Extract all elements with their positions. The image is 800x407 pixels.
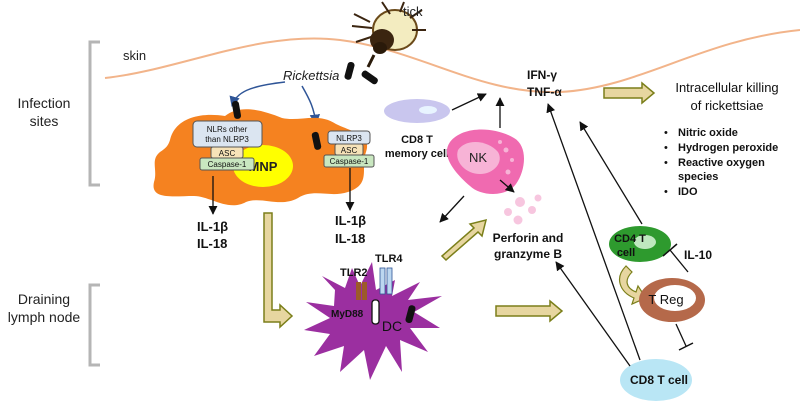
il1b-left: IL-1β [197, 219, 228, 234]
il18-left: IL-18 [197, 236, 227, 251]
nlr-other-label-1: NLRs other [207, 125, 248, 134]
draining-label-2: lymph node [8, 309, 81, 325]
perforin-label-1: Perforin and [493, 231, 564, 245]
dc-to-t-arrow [495, 299, 564, 323]
caspase-label: Caspase-1 [208, 160, 247, 169]
mnp-label: MNP [249, 159, 278, 174]
perforin-granule [513, 215, 523, 225]
killing-label-1: Intracellular killing [675, 80, 778, 95]
caspase-box [199, 157, 255, 171]
il10-inhibition [669, 249, 689, 273]
treg-inhibition [675, 323, 687, 347]
bullet-dot: • [664, 127, 668, 139]
to-killing-arrow [603, 81, 656, 105]
mechanism-item: IDO [678, 186, 698, 198]
perforin-granule [534, 194, 542, 202]
tlr2-receptor [356, 282, 361, 300]
tlr2-receptor [362, 282, 367, 300]
infection-label-2: sites [30, 113, 59, 129]
dc-label: DC [382, 318, 402, 334]
rickettsia-bacterium [405, 305, 416, 324]
tlr4-label: TLR4 [375, 253, 403, 265]
infection-bracket [88, 40, 100, 187]
cd8-t-cell-label: CD8 T cell [630, 373, 688, 387]
mechanism-item: species [678, 171, 718, 183]
nk-granule [505, 169, 511, 175]
nlrp3-label: NLRP3 [336, 134, 362, 143]
draining-label-1: Draining [18, 291, 70, 307]
mechanism-list: • Nitric oxide • Hydrogen peroxide • Rea… [664, 127, 778, 198]
nk-to-perforin-arrow [499, 179, 515, 193]
il10-label: IL-10 [684, 248, 712, 262]
lymph-bracket [88, 283, 100, 367]
entry-arrow-left [229, 81, 286, 108]
cd4-label-2: cell [617, 247, 635, 259]
cd8-to-perforin-arrow [555, 261, 631, 367]
tick-label: tick [403, 4, 423, 19]
myd88-adapter [371, 299, 380, 325]
mechanism-item: Nitric oxide [678, 127, 738, 139]
asc-label-2: ASC [341, 146, 358, 155]
perforin-granule [515, 197, 525, 207]
nk-granule [510, 158, 514, 162]
bullet-dot: • [664, 157, 668, 169]
asc-label: ASC [219, 149, 236, 158]
myd88-label: MyD88 [331, 309, 364, 320]
rickettsia-bacterium [231, 100, 242, 119]
perforin-label-2: granzyme B [494, 247, 562, 261]
skin-label: skin [123, 48, 146, 63]
infection-label-1: Infection [18, 95, 71, 111]
tlr4-receptor [386, 267, 393, 295]
mechanism-item: Hydrogen peroxide [678, 142, 778, 154]
killing-label-2: of rickettsiae [691, 98, 764, 113]
caspase-box-2 [323, 154, 375, 168]
il10-bar [662, 243, 678, 257]
nk-granule [498, 140, 502, 144]
rickettsia-label: Rickettsia [283, 68, 339, 83]
nk-nucleus [457, 141, 500, 174]
cd4-nucleus [634, 235, 656, 249]
migration-arrow [263, 212, 294, 329]
treg-nucleus [654, 285, 696, 311]
caspase-label-2: Caspase-1 [330, 157, 369, 166]
skin-line [104, 29, 800, 94]
cd8-memory-nucleus [419, 106, 437, 114]
rickettsia-bacterium [344, 61, 355, 80]
cd8-memory-label-2: memory cell [385, 148, 449, 160]
perforin-granule [528, 206, 536, 214]
cd8-to-ifn-arrow [451, 93, 487, 111]
nk-to-dc-arrow [439, 195, 465, 223]
nk-label: NK [469, 150, 487, 165]
mnp-nucleus [233, 145, 293, 187]
ifn-gamma-label: IFN-γ [527, 68, 557, 82]
il1b-right: IL-1β [335, 213, 366, 228]
cd8-to-ifn-arrow [546, 103, 641, 361]
perforin-granule [504, 208, 512, 216]
tlr4-receptor [379, 267, 386, 295]
cd4-to-ifn-arrow [579, 121, 643, 225]
bullet-dot: • [664, 186, 668, 198]
cd8-memory-cell [384, 99, 450, 123]
rickettsia-bacterium [361, 70, 378, 85]
nk-granule [503, 147, 509, 153]
cd4-label-1: CD4 T [614, 233, 646, 245]
cd8-memory-label-1: CD8 T [401, 134, 433, 146]
rickettsia-bacterium [311, 131, 322, 150]
mechanism-item: Reactive oxygen [678, 157, 765, 169]
il18-right: IL-18 [335, 231, 365, 246]
tick-icon [351, 1, 426, 68]
cd8-t-cell [620, 359, 692, 401]
bullet-dot: • [664, 142, 668, 154]
dc-to-nk-arrow [440, 218, 488, 262]
tlr2-label: TLR2 [340, 267, 368, 279]
nlr-other-label-2: than NLRP3 [205, 135, 249, 144]
treg-label: T Reg [648, 292, 683, 307]
tnf-alpha-label: TNF-α [527, 85, 562, 99]
treg-bar [678, 342, 694, 351]
